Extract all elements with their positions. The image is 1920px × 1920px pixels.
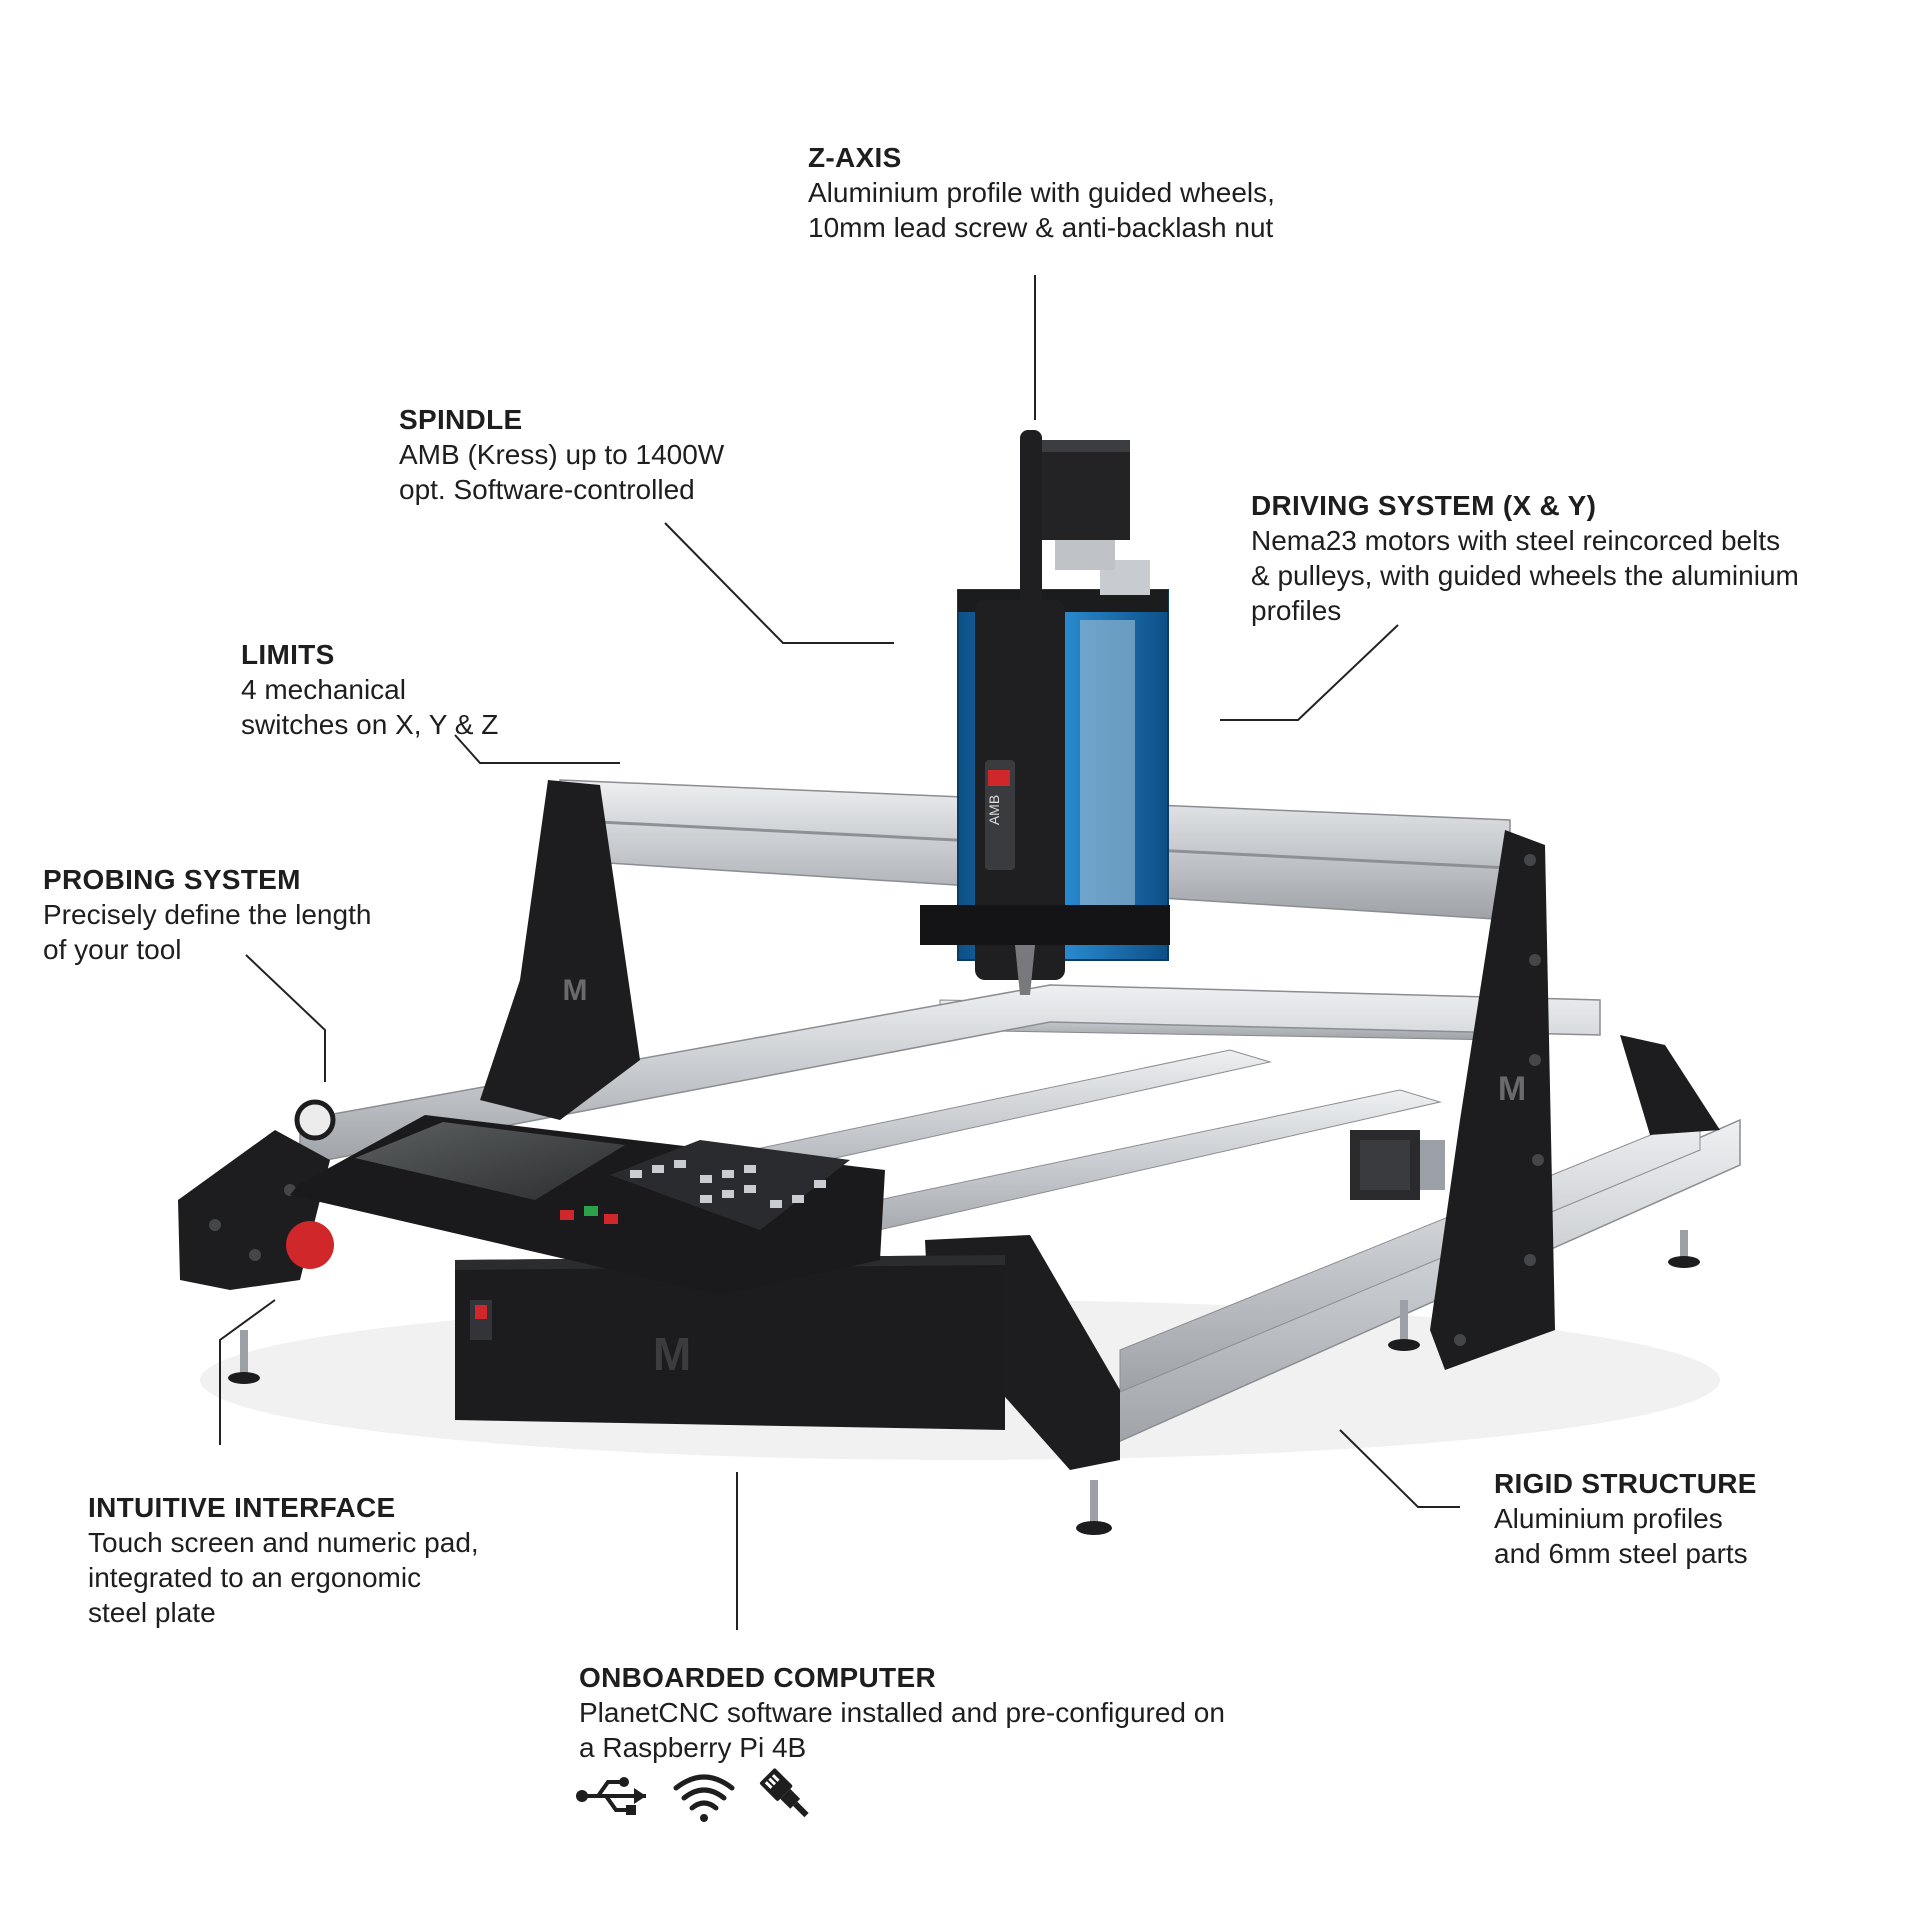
- router-bit: [1015, 945, 1035, 995]
- callout-title: PROBING SYSTEM: [43, 864, 301, 895]
- callout-line: Aluminium profile with guided wheels,: [808, 177, 1275, 208]
- callout-line: profiles: [1251, 595, 1342, 626]
- callout-title: DRIVING SYSTEM (X & Y): [1251, 490, 1597, 521]
- leader-spindle: [664, 522, 894, 644]
- plate-bolts: [1454, 854, 1544, 1346]
- y-axis-motor: [1350, 1130, 1445, 1200]
- callout-driving-system: DRIVING SYSTEM (X & Y) Nema23 motors wit…: [1251, 488, 1799, 628]
- callout-title: Z-AXIS: [808, 142, 902, 173]
- callout-line: PlanetCNC software installed and pre-con…: [579, 1697, 1225, 1728]
- callout-line: a Raspberry Pi 4B: [579, 1732, 807, 1763]
- touch-screen: [355, 1122, 625, 1200]
- enclosure-logo: M: [653, 1328, 691, 1380]
- leveling-feet: [228, 1230, 1700, 1535]
- callout-spindle: SPINDLE AMB (Kress) up to 1400W opt. Sof…: [399, 402, 724, 507]
- gantry-plate-right: [1430, 830, 1555, 1370]
- callout-z-axis: Z-AXIS Aluminium profile with guided whe…: [808, 140, 1275, 245]
- callout-line: AMB (Kress) up to 1400W: [399, 439, 725, 470]
- plate-logo-left: M: [563, 974, 588, 1007]
- callout-onboarded-computer: ONBOARDED COMPUTER PlanetCNC software in…: [579, 1660, 1225, 1765]
- callout-rigid-structure: RIGID STRUCTURE Aluminium profiles and 6…: [1494, 1466, 1757, 1571]
- callout-line: switches on X, Y & Z: [241, 709, 499, 740]
- callout-line: Aluminium profiles: [1494, 1503, 1723, 1534]
- usb-icon: [576, 1777, 646, 1815]
- leader-interface: [219, 1299, 276, 1445]
- callout-line: 10mm lead screw & anti-backlash nut: [808, 212, 1274, 243]
- callout-title: LIMITS: [241, 639, 335, 670]
- ethernet-icon: [759, 1768, 809, 1818]
- leader-lines: [219, 275, 1460, 1630]
- left-plate-bolts: [209, 1184, 296, 1261]
- keypad-keys: [630, 1160, 826, 1208]
- spindle-router: AMB: [975, 430, 1065, 980]
- callout-title: INTUITIVE INTERFACE: [88, 1492, 396, 1523]
- leader-probing: [245, 954, 326, 1082]
- leader-limits: [454, 734, 620, 764]
- numeric-keypad: [610, 1140, 850, 1230]
- probe-puck: [294, 1099, 336, 1141]
- callout-line: and 6mm steel parts: [1494, 1538, 1748, 1569]
- callout-line: Nema23 motors with steel reincorced belt…: [1251, 525, 1781, 556]
- callout-probing-system: PROBING SYSTEM Precisely define the leng…: [43, 862, 371, 967]
- gantry-plate-left: [480, 780, 640, 1120]
- callout-line: 4 mechanical: [241, 674, 406, 705]
- connectivity-icons: [576, 1768, 809, 1822]
- leader-driving: [1220, 624, 1399, 721]
- spindle-brand-label: AMB: [986, 795, 1002, 825]
- callout-line: opt. Software-controlled: [399, 474, 695, 505]
- callout-line: integrated to an ergonomic: [88, 1562, 422, 1593]
- panel-function-keys: [560, 1206, 618, 1224]
- emergency-stop: [286, 1221, 334, 1269]
- plate-logo-right: M: [1498, 1070, 1526, 1108]
- callout-title: ONBOARDED COMPUTER: [579, 1662, 936, 1693]
- callout-line: & pulleys, with guided wheels the alumin…: [1251, 560, 1799, 591]
- callout-limits: LIMITS 4 mechanical switches on X, Y & Z: [241, 637, 498, 742]
- callout-line: Touch screen and numeric pad,: [88, 1527, 479, 1558]
- wifi-icon: [673, 1774, 735, 1822]
- callout-intuitive-interface: INTUITIVE INTERFACE Touch screen and num…: [88, 1490, 479, 1630]
- z-axis-motor: [1040, 440, 1130, 570]
- spindle-clamp: [920, 905, 1170, 945]
- callout-line: steel plate: [88, 1597, 216, 1628]
- control-panel: [290, 1115, 885, 1295]
- frame-plate-right-rear: [1620, 1035, 1720, 1135]
- callout-title: RIGID STRUCTURE: [1494, 1468, 1757, 1499]
- leader-structure: [1339, 1429, 1460, 1508]
- callout-line: Precisely define the length: [43, 899, 372, 930]
- callout-line: of your tool: [43, 934, 182, 965]
- callout-title: SPINDLE: [399, 404, 523, 435]
